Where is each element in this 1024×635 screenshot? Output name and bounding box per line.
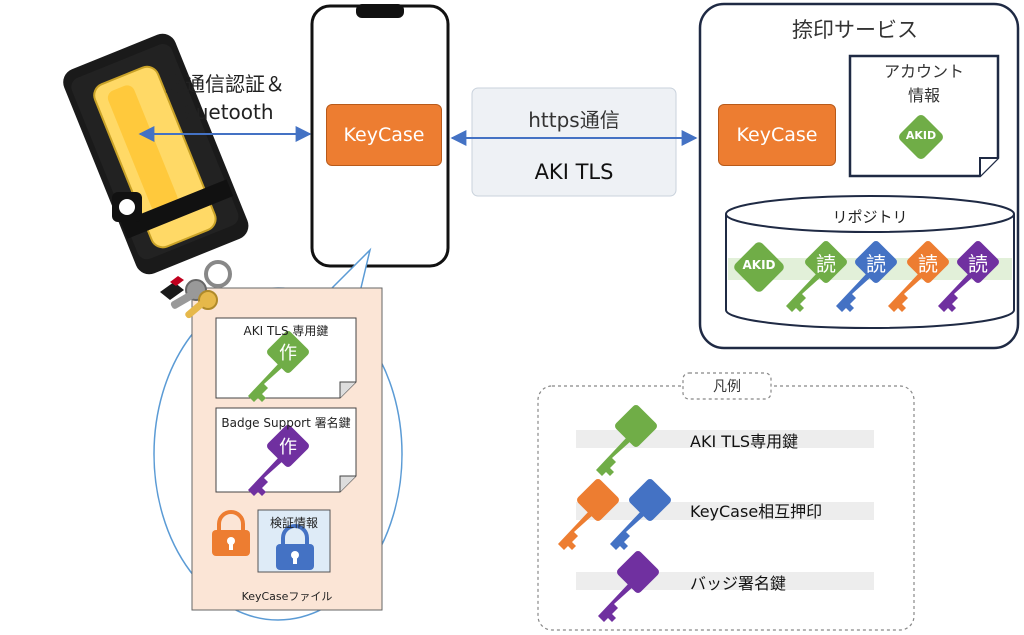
keycase-app-service[interactable]: KeyCase	[718, 104, 836, 166]
create-glyph: 作	[279, 437, 297, 458]
service-title: 捺印サービス	[792, 18, 918, 42]
panel-cover	[331, 289, 381, 293]
read-glyph: 読	[968, 252, 988, 276]
read-glyph: 読	[866, 252, 886, 276]
read-glyph: 読	[918, 252, 938, 276]
legend-item-keycase-mutual: KeyCase相互押印	[690, 502, 823, 521]
legend-item-aki-tls: AKI TLS専用鍵	[690, 432, 799, 451]
akid-badge-icon	[899, 115, 943, 159]
connection-line1: 光通信認証＆	[165, 72, 285, 96]
https-label: https通信	[528, 108, 620, 132]
legend-row-bg	[576, 430, 874, 448]
connection-label: 光通信認証＆ Bluetooth	[140, 70, 310, 126]
akid-badge-icon	[734, 242, 784, 292]
lock-icon	[212, 510, 250, 556]
connection-line2: Bluetooth	[176, 100, 274, 124]
keyring-icon	[160, 260, 232, 319]
keycase-app-phone[interactable]: KeyCase	[326, 104, 442, 166]
legend-title-box	[682, 372, 772, 400]
card1-title: AKI TLS 専用鍵	[243, 324, 329, 338]
repo-akid-badge-text: AKID	[742, 258, 776, 272]
legend-title: 凡例	[713, 379, 741, 395]
usb-token-icon	[63, 33, 249, 275]
usb-token-sensor-dot	[119, 199, 135, 215]
akid-badge-text: AKID	[905, 129, 937, 142]
keycase-file-label: KeyCaseファイル	[241, 590, 333, 603]
read-glyph: 読	[816, 252, 836, 276]
doc-fold	[979, 157, 998, 176]
repository-label: リポジトリ	[832, 208, 908, 226]
lock-icon	[276, 524, 314, 570]
account-line2: 情報	[907, 86, 940, 105]
card-fold	[339, 475, 356, 492]
account-info-label: アカウント 情報	[850, 60, 998, 108]
phone-notch	[356, 4, 404, 18]
verify-label: 検証情報	[269, 516, 318, 530]
card2-title: Badge Support 署名鍵	[221, 416, 351, 430]
card-fold	[339, 381, 356, 398]
account-line1: アカウント	[883, 62, 964, 81]
create-glyph: 作	[279, 343, 297, 364]
legend-item-badge-sign: バッジ署名鍵	[690, 574, 787, 593]
aki-tls-label: AKI TLS	[534, 160, 614, 184]
